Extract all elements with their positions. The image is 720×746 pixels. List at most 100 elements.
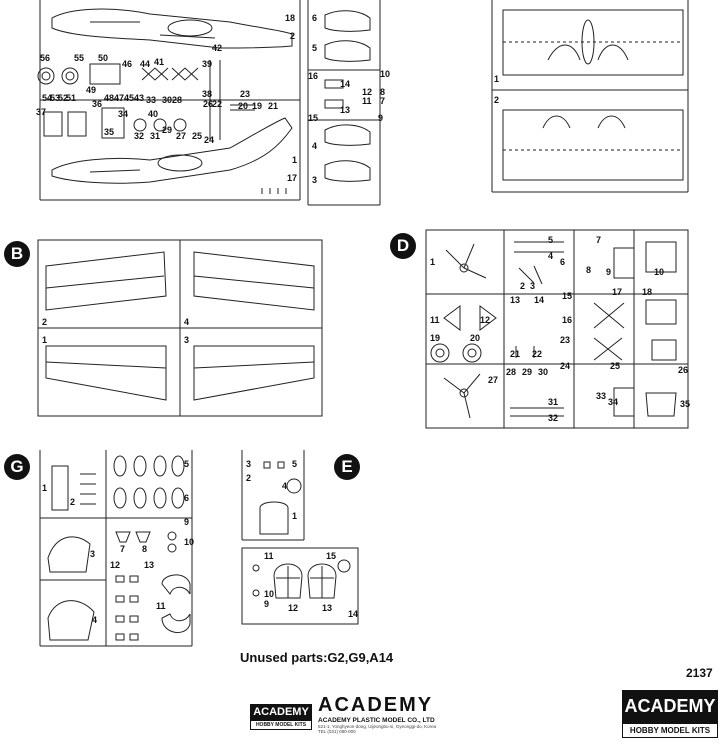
part-label: 47: [114, 93, 125, 103]
part-label: 4: [312, 141, 318, 151]
part-label: 23: [560, 335, 571, 345]
part-label: 11: [430, 315, 440, 325]
part-label: 30: [162, 95, 173, 105]
part-label: 24: [560, 361, 571, 371]
small-academy-logo: ACADEMY HOBBY MODEL KITS: [250, 704, 312, 730]
part-label: 12: [480, 315, 491, 325]
part-label: 31: [150, 131, 161, 141]
part-label: 6: [560, 257, 566, 267]
sprue-d-drawing: [424, 228, 690, 430]
part-label: 3: [246, 459, 252, 469]
part-label: 8: [142, 544, 148, 554]
part-label: 6: [184, 493, 190, 503]
part-label: 34: [608, 397, 619, 407]
part-label: 2: [520, 281, 526, 291]
sprue-g-badge: G: [4, 454, 30, 480]
part-label: 4: [92, 615, 98, 625]
part-label: 43: [134, 93, 145, 103]
part-label: 53: [50, 93, 61, 103]
part-label: 9: [184, 517, 190, 527]
part-label: 13: [144, 560, 155, 570]
part-label: 3: [90, 549, 96, 559]
large-logo-title: ACADEMY: [624, 696, 716, 716]
part-label: 1: [494, 74, 500, 84]
part-label: 49: [86, 85, 97, 95]
part-label: 16: [562, 315, 573, 325]
part-label: 12: [362, 87, 373, 97]
brand-company: ACADEMY PLASTIC MODEL CO., LTD: [318, 717, 435, 724]
brand-address: 521-1, Yonghyeon-dong, Uijeongbu-si, Gye…: [318, 724, 437, 729]
part-label: 3: [530, 281, 536, 291]
part-label: 26: [678, 365, 689, 375]
part-label: 17: [287, 173, 298, 183]
part-label: 15: [562, 291, 573, 301]
part-label: 36: [92, 99, 103, 109]
small-logo-title: ACADEMY: [253, 706, 309, 718]
part-label: 22: [532, 349, 543, 359]
part-label: 44: [140, 59, 151, 69]
part-label: 41: [154, 57, 165, 67]
part-label: 10: [184, 537, 195, 547]
part-label: 27: [176, 131, 187, 141]
sprue-b-drawing: [34, 238, 326, 418]
part-label: 5: [292, 459, 298, 469]
sprue-g-drawing: [36, 448, 196, 648]
sprue-e-drawing: [238, 448, 362, 628]
part-label: 15: [326, 551, 337, 561]
part-label: 51: [66, 93, 77, 103]
part-label: 8: [586, 265, 592, 275]
part-label: 3: [184, 335, 190, 345]
part-label: 5: [184, 459, 190, 469]
part-label: 40: [148, 109, 159, 119]
part-label: 33: [596, 391, 607, 401]
part-label: 38: [202, 89, 213, 99]
part-label: 10: [654, 267, 665, 277]
part-label: 10: [380, 69, 391, 79]
part-label: 18: [642, 287, 653, 297]
part-label: 4: [184, 317, 190, 327]
part-label: 2: [494, 95, 500, 105]
part-label: 29: [162, 125, 173, 135]
part-label: 10: [264, 589, 275, 599]
part-label: 39: [202, 59, 213, 69]
part-label: 28: [172, 95, 183, 105]
large-academy-logo: ACADEMY HOBBY MODEL KITS: [622, 690, 718, 738]
wing-sprue-drawing: [488, 0, 693, 200]
part-label: 55: [74, 53, 85, 63]
part-label: 1: [42, 483, 48, 493]
academy-brand-block: ACADEMY ACADEMY PLASTIC MODEL CO., LTD 5…: [318, 694, 450, 734]
part-label: 9: [378, 113, 384, 123]
kit-number: 2137: [686, 666, 713, 680]
part-label: 5: [312, 43, 318, 53]
part-label: 27: [488, 375, 499, 385]
part-label: 14: [534, 295, 545, 305]
part-label: 2: [290, 31, 296, 41]
part-label: 22: [212, 99, 223, 109]
part-label: 32: [548, 413, 559, 423]
fuselage-sprue-drawing: [30, 0, 385, 210]
part-label: 25: [192, 131, 203, 141]
part-label: 25: [610, 361, 621, 371]
part-label: 7: [596, 235, 602, 245]
part-label: 2: [42, 317, 48, 327]
part-label: 28: [506, 367, 517, 377]
large-logo-subtitle: HOBBY MODEL KITS: [622, 723, 718, 738]
part-label: 5: [548, 235, 554, 245]
part-label: 23: [240, 89, 251, 99]
part-label: 31: [548, 397, 559, 407]
part-label: 4: [548, 251, 554, 261]
part-label: 14: [348, 609, 359, 619]
part-label: 7: [120, 544, 126, 554]
brand-name: ACADEMY: [318, 694, 434, 716]
part-label: 9: [264, 599, 270, 609]
unused-parts-note: Unused parts:G2,G9,A14: [240, 650, 394, 665]
part-label: 48: [104, 93, 115, 103]
part-label: 1: [292, 511, 298, 521]
part-label: 29: [522, 367, 533, 377]
part-label: 12: [110, 560, 121, 570]
part-label: 50: [98, 53, 109, 63]
part-label: 11: [362, 96, 372, 106]
part-label: 20: [470, 333, 481, 343]
part-label: 33: [146, 95, 157, 105]
part-label: 35: [680, 399, 691, 409]
